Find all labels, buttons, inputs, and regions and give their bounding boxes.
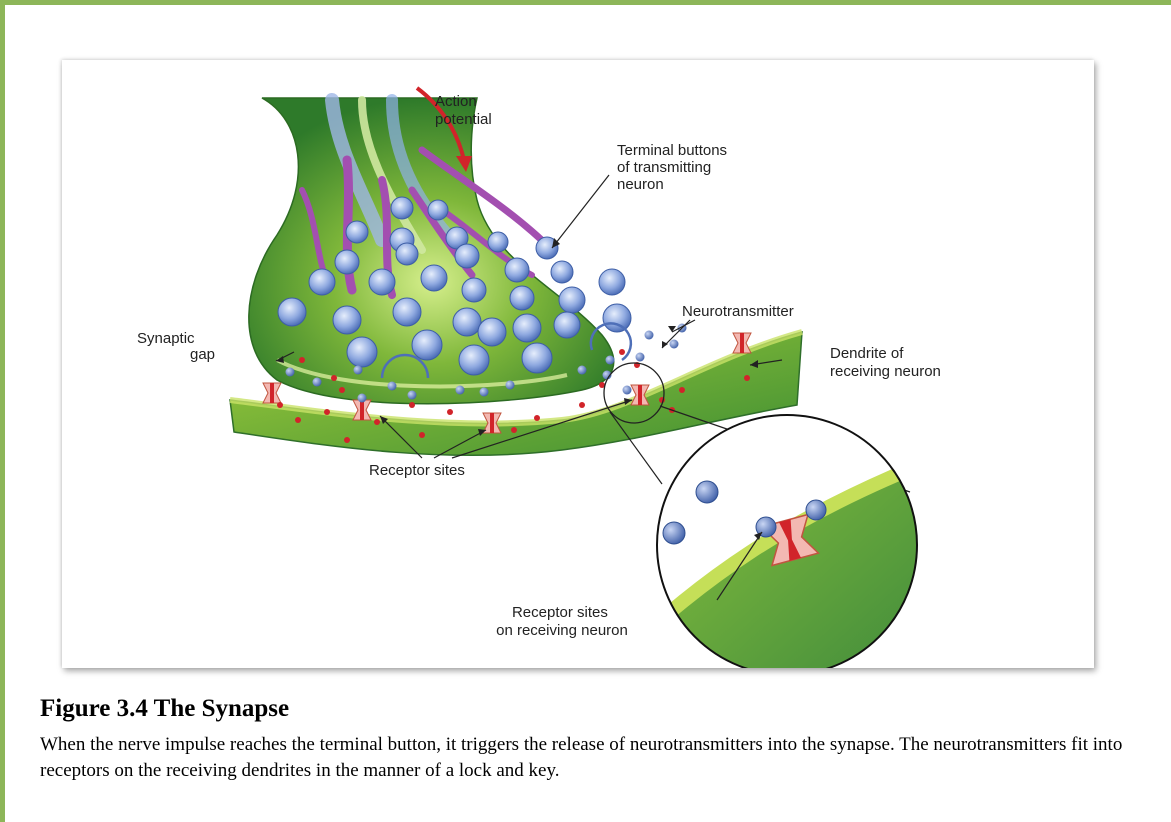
- receptor-sites-label: Receptor sites: [369, 462, 465, 479]
- figure-caption-text: When the nerve impulse reaches the termi…: [40, 732, 1150, 784]
- dendrite-label: Dendrite of receiving neuron: [830, 345, 941, 380]
- action-potential-label: Action potential: [435, 93, 492, 128]
- neurotransmitter-label: Neurotransmitter: [682, 303, 794, 320]
- receptor-sites-receiving-label: Receptor sites on receiving neuron: [496, 604, 628, 639]
- figure-caption-title: Figure 3.4 The Synapse: [40, 695, 289, 723]
- terminal-buttons-label: Terminal buttons of transmitting neuron: [617, 142, 731, 193]
- zoom-inset: [622, 415, 962, 668]
- synaptic-gap-label: Synaptic gap: [137, 330, 215, 363]
- synapse-diagram: Action potential Terminal buttons of tra…: [62, 60, 1094, 668]
- synapse-illustration: Action potential Terminal buttons of tra…: [62, 60, 1094, 668]
